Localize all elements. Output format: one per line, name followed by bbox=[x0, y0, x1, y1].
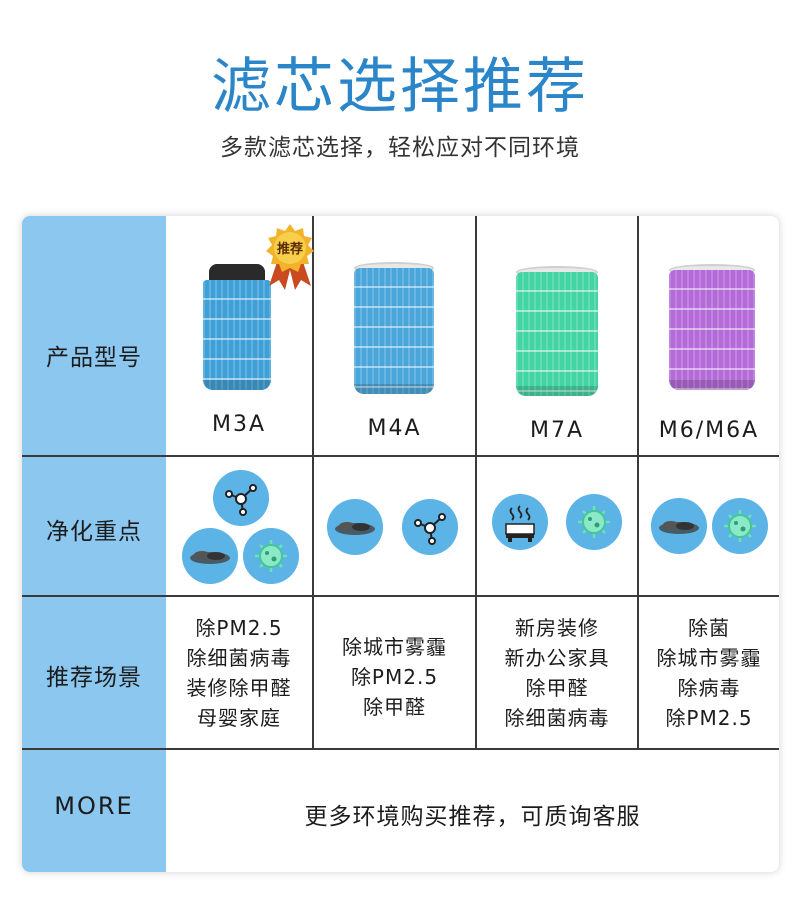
scene-list-m3a: 除PM2.5 除细菌病毒 装修除甲醛 母婴家庭 bbox=[166, 613, 312, 733]
divider bbox=[22, 455, 779, 457]
scene-item: 新办公家具 bbox=[504, 646, 610, 670]
scene-item: 除病毒 bbox=[677, 676, 741, 700]
scene-item: 除PM2.5 bbox=[665, 706, 753, 730]
row-label-scene: 推荐场景 bbox=[46, 665, 142, 691]
divider bbox=[637, 216, 639, 749]
divider bbox=[22, 748, 779, 750]
scene-item: 除甲醛 bbox=[363, 695, 426, 719]
divider bbox=[312, 216, 314, 749]
molecule-icon bbox=[402, 499, 458, 555]
row-label-model: 产品型号 bbox=[46, 345, 142, 371]
scene-item: 除城市雾霾 bbox=[342, 635, 447, 659]
scene-item: 新房装修 bbox=[515, 616, 599, 640]
row-label-more: MORE bbox=[54, 792, 134, 820]
scene-item: 除细菌病毒 bbox=[504, 706, 610, 730]
virus-icon bbox=[566, 494, 622, 550]
scene-item: 除菌 bbox=[688, 616, 730, 640]
label-column bbox=[22, 216, 166, 872]
scene-list-m4a: 除城市雾霾 除PM2.5 除甲醛 bbox=[314, 632, 475, 722]
divider bbox=[22, 595, 779, 597]
scene-item: 除PM2.5 bbox=[350, 665, 439, 689]
scene-item: 除细菌病毒 bbox=[186, 646, 292, 670]
smog-icon bbox=[182, 528, 238, 584]
page-title: 滤芯选择推荐 bbox=[211, 52, 589, 122]
scene-list-m6a: 除菌 除城市雾霾 除病毒 除PM2.5 bbox=[639, 613, 779, 733]
page-subtitle: 多款滤芯选择，轻松应对不同环境 bbox=[220, 135, 580, 161]
kitchen-fume-icon bbox=[492, 494, 548, 550]
virus-icon bbox=[243, 528, 299, 584]
filter-image-m6a bbox=[669, 264, 755, 390]
more-info-text: 更多环境购买推荐，可质询客服 bbox=[304, 804, 641, 830]
scene-item: 母婴家庭 bbox=[197, 706, 281, 730]
scene-item: 除城市雾霾 bbox=[656, 646, 762, 670]
smog-icon bbox=[327, 499, 383, 555]
model-name-m7a: M7A bbox=[529, 418, 585, 443]
scene-item: 装修除甲醛 bbox=[186, 676, 292, 700]
filter-image-m7a bbox=[516, 266, 598, 396]
scene-list-m7a: 新房装修 新办公家具 除甲醛 除细菌病毒 bbox=[477, 613, 637, 733]
filter-image-m3a bbox=[203, 264, 271, 390]
molecule-icon bbox=[213, 470, 269, 526]
filter-image-m4a bbox=[354, 262, 434, 394]
model-name-m6a: M6/M6A bbox=[658, 418, 760, 443]
scene-item: 除PM2.5 bbox=[195, 616, 283, 640]
recommend-badge: 推荐 bbox=[265, 224, 315, 290]
badge-label: 推荐 bbox=[276, 242, 303, 257]
comparison-table: 产品型号 净化重点 推荐场景 MORE 推荐 M3A M4A M7A bbox=[22, 216, 779, 872]
row-label-focus: 净化重点 bbox=[46, 519, 142, 545]
scene-item: 除甲醛 bbox=[525, 676, 589, 700]
model-name-m4a: M4A bbox=[367, 416, 422, 441]
virus-icon bbox=[712, 498, 768, 554]
divider bbox=[475, 216, 477, 749]
model-name-m3a: M3A bbox=[211, 412, 267, 437]
smog-icon bbox=[651, 498, 707, 554]
